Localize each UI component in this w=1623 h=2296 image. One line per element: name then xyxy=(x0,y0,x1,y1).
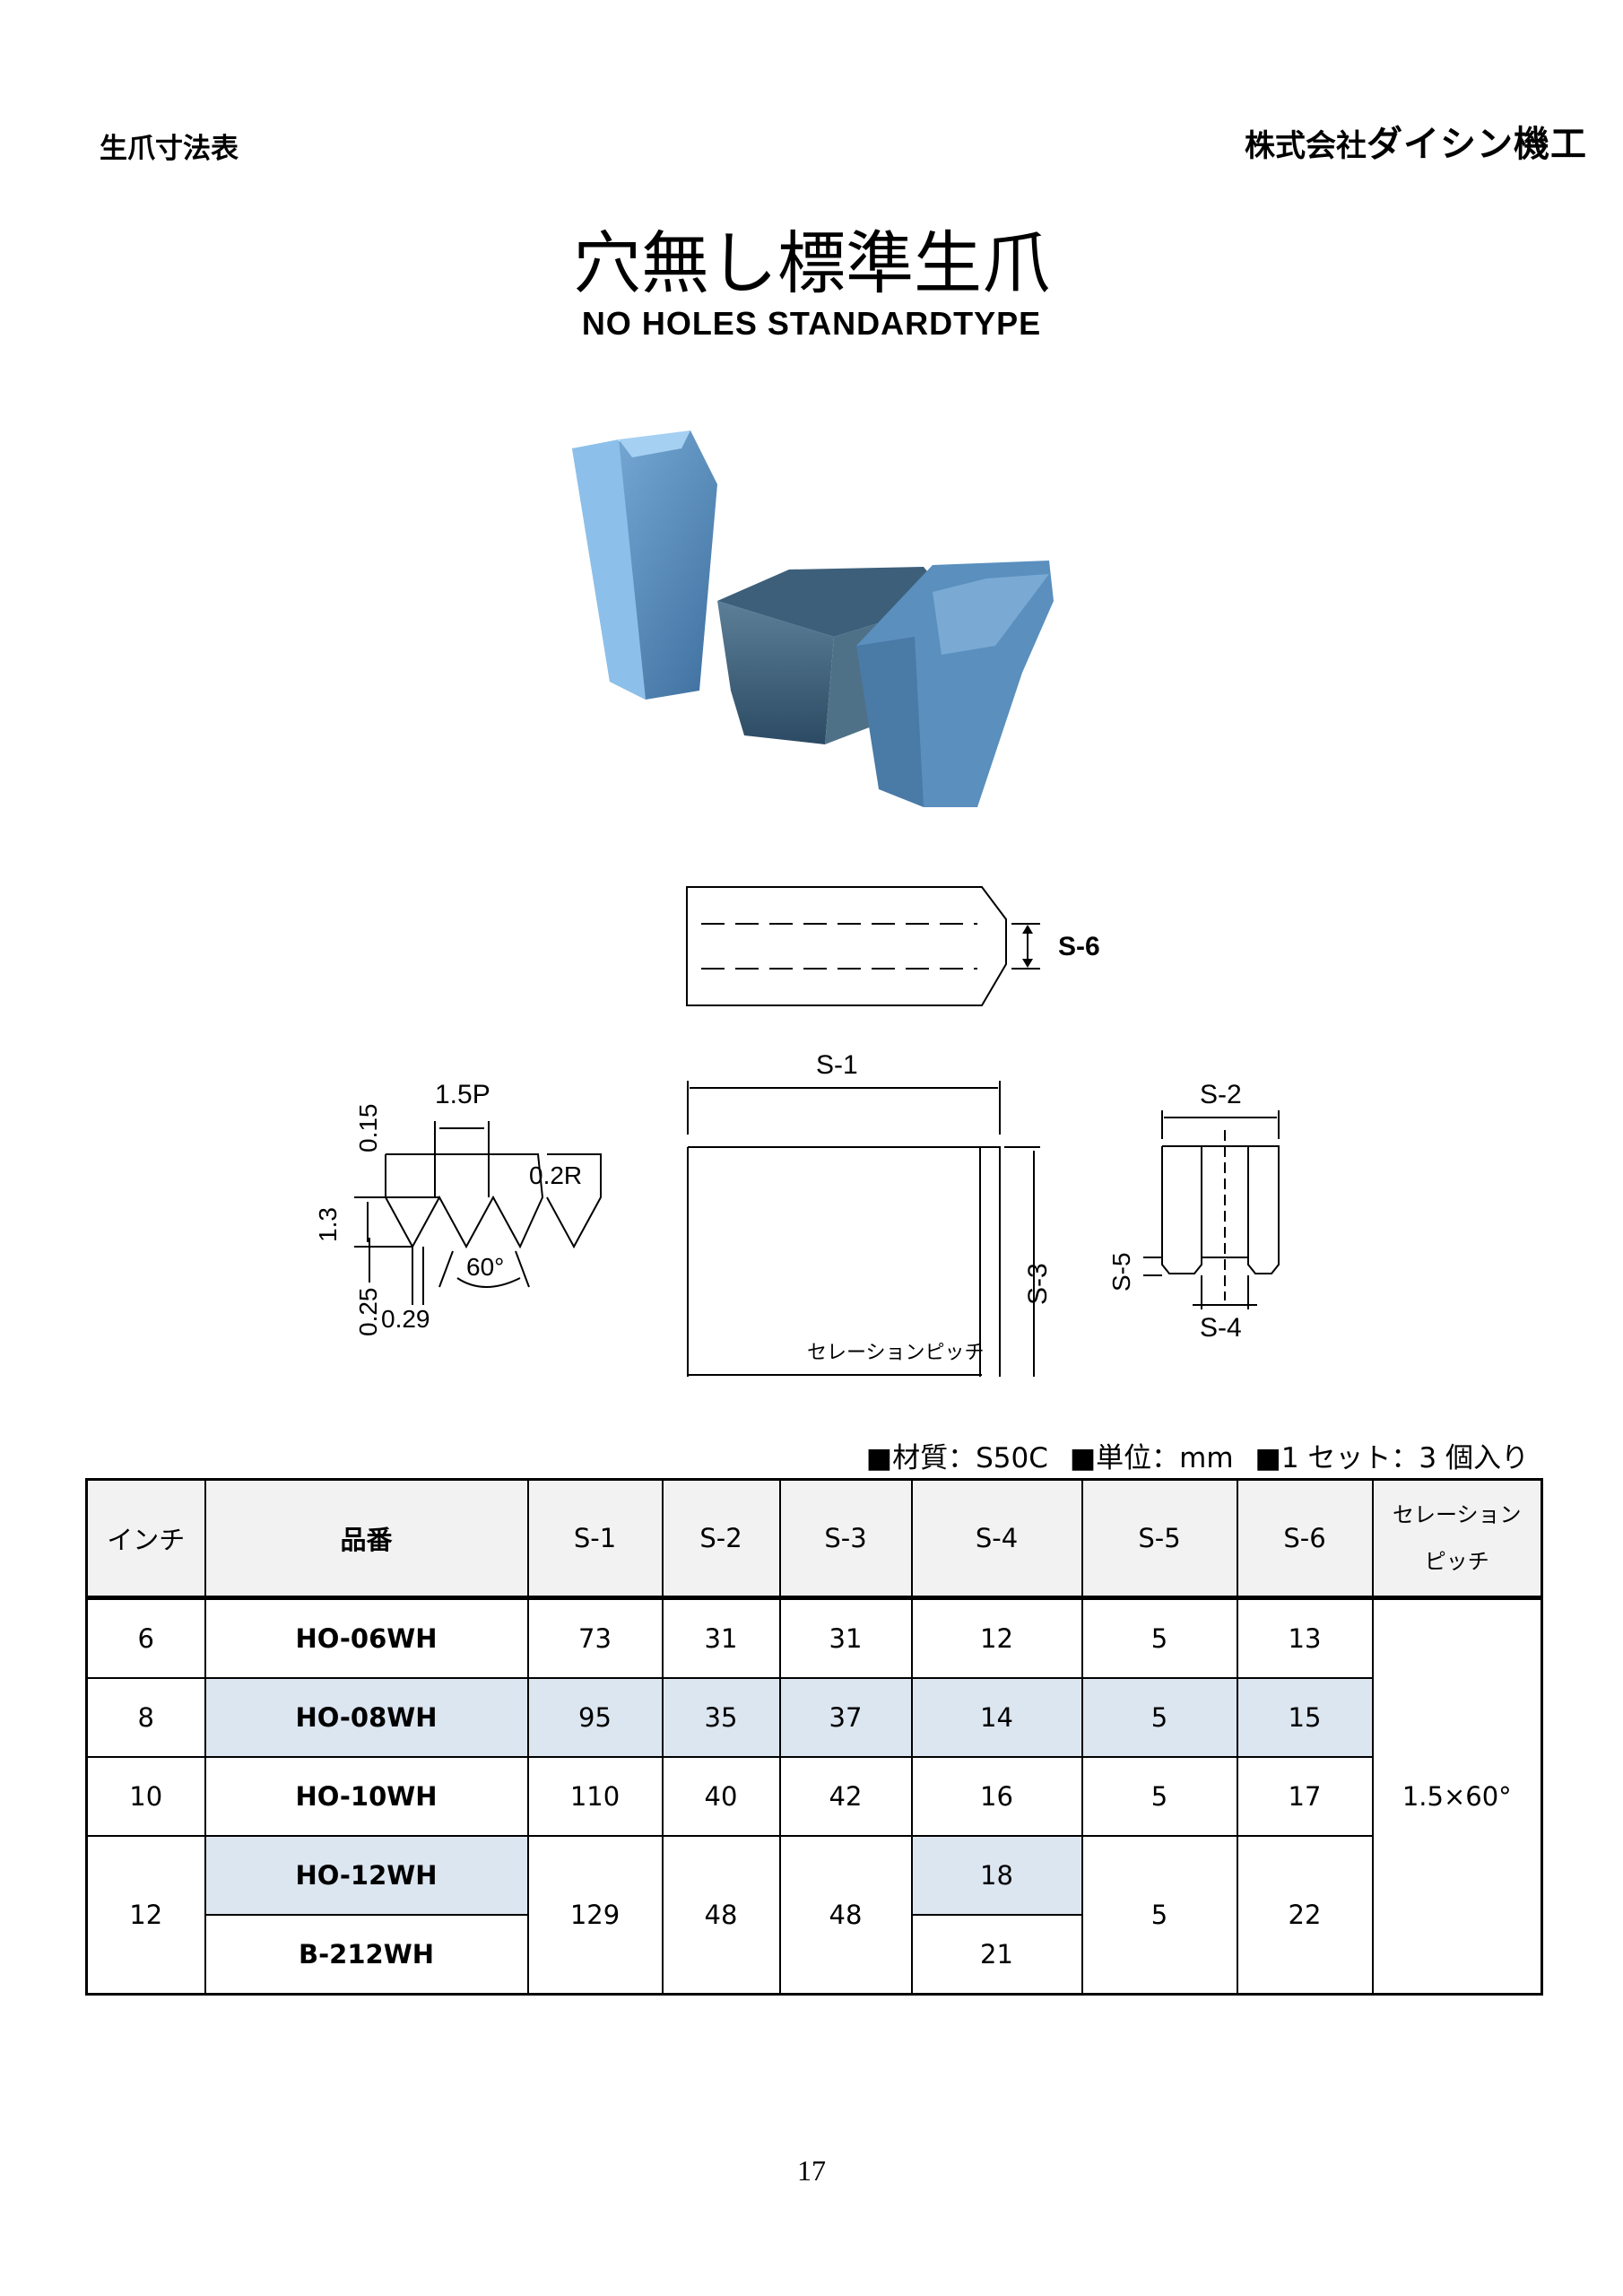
table-row: B-212WH 21 xyxy=(87,1914,1542,1996)
header-serration-line1: セレーション xyxy=(1392,1502,1522,1527)
cell-s5: 5 xyxy=(1081,1756,1238,1837)
cell-inch: 10 xyxy=(85,1756,206,1837)
cell-s4: 14 xyxy=(910,1677,1083,1758)
cell-s4: 12 xyxy=(910,1596,1083,1679)
page-subtitle: NO HOLES STANDARDTYPE xyxy=(581,305,1042,342)
cell-part-no: HO-08WH xyxy=(204,1677,529,1758)
cell-s5: 5 xyxy=(1081,1677,1238,1758)
table-row: 6 HO-06WH 73 31 31 12 5 13 1.5×60° xyxy=(85,1596,1543,1996)
cell-s3: 37 xyxy=(778,1677,913,1758)
cell-s6: 15 xyxy=(1236,1677,1374,1758)
cell-part-no: HO-10WH xyxy=(204,1756,529,1837)
section-title: 生爪寸法表 xyxy=(100,133,239,165)
top-view-drawing: S-6 xyxy=(686,886,1100,1006)
cell-s2: 35 xyxy=(661,1677,781,1758)
s3-label: S-3 xyxy=(1023,1263,1053,1305)
dim-1-3: 1.3 xyxy=(314,1207,342,1242)
header-s6: S-6 xyxy=(1236,1478,1374,1599)
jaw-right xyxy=(856,561,1054,807)
table-row: 10 HO-10WH 110 40 42 16 5 17 xyxy=(85,1756,1542,1837)
cell-s4: 18 xyxy=(910,1835,1083,1916)
cell-s2: 40 xyxy=(661,1756,781,1837)
header-s5: S-5 xyxy=(1081,1478,1238,1599)
cell-s2: 31 xyxy=(661,1596,781,1679)
cell-s5: 5 xyxy=(1081,1835,1238,1996)
s5-label: S-5 xyxy=(1107,1252,1135,1292)
cell-s3: 48 xyxy=(778,1835,913,1996)
serration-callout: セレーションピッチ xyxy=(807,1342,985,1364)
cell-s4: 21 xyxy=(910,1914,1083,1996)
header-serration-line2: ピッチ xyxy=(1424,1549,1489,1574)
s1-label: S-1 xyxy=(816,1050,858,1080)
spec-notes: ■材質：S50C ■単位：mm ■1 セット：3 個入り xyxy=(845,1435,1529,1475)
cell-s5: 5 xyxy=(1081,1596,1238,1679)
cell-inch: 12 xyxy=(85,1835,206,1996)
table-row: 12 HO-12WH 129 48 48 18 5 22 xyxy=(85,1835,1542,1996)
cell-part-no: HO-12WH xyxy=(204,1835,529,1916)
serration-detail-drawing: 1.5P 0.2R 60° 0.15 1.3 0.25 0.29 xyxy=(314,1080,602,1337)
cell-s3: 42 xyxy=(778,1756,913,1837)
pitch-label: 1.5P xyxy=(435,1080,490,1109)
cell-s6: 17 xyxy=(1236,1756,1374,1837)
cell-part-no: HO-06WH xyxy=(204,1596,529,1679)
end-view-drawing: S-2 S-5 S-4 xyxy=(1107,1080,1280,1343)
header-part-no: 品番 xyxy=(204,1478,529,1599)
cell-inch: 8 xyxy=(85,1677,206,1758)
header-s4: S-4 xyxy=(910,1478,1083,1599)
table-header-row: インチ 品番 S-1 S-2 S-3 S-4 S-5 S-6 セレーションピッチ xyxy=(85,1478,1543,1599)
company-prefix: 株式会社 xyxy=(1245,128,1367,164)
header-serration-pitch: セレーションピッチ xyxy=(1371,1478,1543,1599)
set-note: ■1 セット：3 個入り xyxy=(1254,1442,1529,1474)
dim-0-25: 0.25 xyxy=(354,1288,382,1337)
dim-0-15: 0.15 xyxy=(354,1104,382,1153)
material-note: ■材質：S50C xyxy=(865,1442,1048,1474)
dim-0-29: 0.29 xyxy=(381,1305,430,1333)
cell-inch: 6 xyxy=(85,1596,206,1679)
radius-label: 0.2R xyxy=(529,1161,582,1189)
jaw-left xyxy=(572,430,717,700)
cell-s1: 129 xyxy=(526,1835,664,1996)
cell-s1: 73 xyxy=(526,1596,664,1679)
cell-s1: 110 xyxy=(526,1756,664,1837)
cell-s1: 95 xyxy=(526,1677,664,1758)
cell-s6: 22 xyxy=(1236,1835,1374,1996)
cell-serration-pitch: 1.5×60° xyxy=(1371,1596,1543,1996)
cell-s3: 31 xyxy=(778,1596,913,1679)
unit-note: ■単位：mm xyxy=(1069,1442,1234,1474)
page-title: 穴無し標準生爪 xyxy=(573,223,1050,303)
company-logo: 株式会社ダイシン機工 xyxy=(1245,115,1587,167)
header-inch: インチ xyxy=(85,1478,206,1599)
cell-s2: 48 xyxy=(661,1835,781,1996)
company-name: ダイシン機工 xyxy=(1367,124,1587,165)
header-s1: S-1 xyxy=(526,1478,664,1599)
product-photo xyxy=(572,430,1054,807)
s6-label: S-6 xyxy=(1058,932,1100,961)
angle-label: 60° xyxy=(466,1253,504,1281)
header-s3: S-3 xyxy=(778,1478,913,1599)
cell-s6: 13 xyxy=(1236,1596,1374,1679)
cell-s4: 16 xyxy=(910,1756,1083,1837)
table-row: 8 HO-08WH 95 35 37 14 5 15 xyxy=(85,1677,1542,1758)
s4-label: S-4 xyxy=(1200,1313,1242,1343)
side-view-drawing: S-1 S-3 xyxy=(687,1050,1053,1377)
page-number: 17 xyxy=(797,2154,826,2187)
s2-label: S-2 xyxy=(1200,1080,1242,1109)
header-s2: S-2 xyxy=(661,1478,781,1599)
cell-part-no: B-212WH xyxy=(204,1914,529,1996)
dimension-table: インチ 品番 S-1 S-2 S-3 S-4 S-5 S-6 セレーションピッチ… xyxy=(85,1478,1543,1996)
